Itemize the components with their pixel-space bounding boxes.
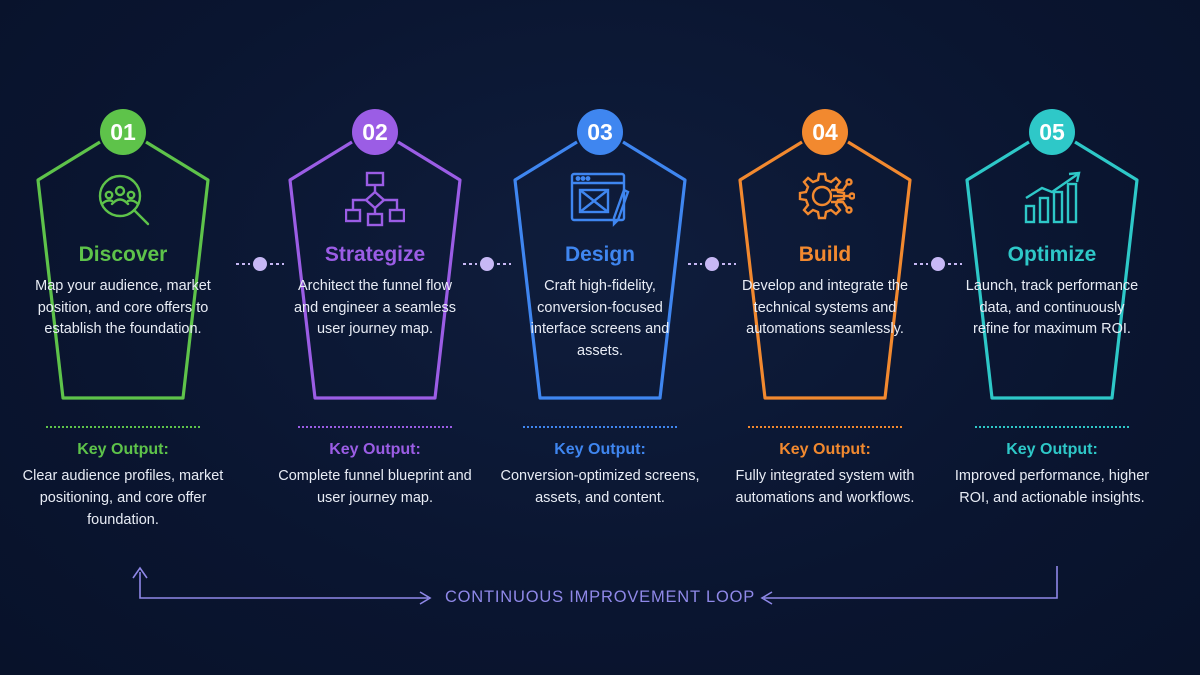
step-number: 01 (110, 118, 136, 145)
loop-label: CONTINUOUS IMPROVEMENT LOOP (444, 588, 756, 606)
step-number: 03 (587, 118, 613, 145)
step-number: 04 (812, 118, 838, 145)
key-output-label: Key Output: (329, 441, 421, 458)
audience-search-icon (98, 174, 150, 226)
design-window-icon (570, 172, 630, 227)
step-divider (46, 426, 200, 428)
flowchart-icon (345, 171, 405, 227)
growth-chart-icon (1024, 171, 1081, 224)
key-output-text: Fully integrated system with automations… (735, 468, 915, 506)
connector-dot-icon (463, 257, 511, 271)
step-connector (234, 256, 286, 272)
step-connector (461, 256, 513, 272)
step-divider (748, 426, 902, 428)
step-description: Develop and integrate the technical syst… (741, 278, 909, 337)
step-divider (975, 426, 1129, 428)
gear-circuit-icon (798, 172, 855, 220)
key-output-label: Key Output: (1006, 441, 1098, 458)
step-title: Optimize (1007, 243, 1097, 266)
step-divider (523, 426, 677, 428)
step-number-badge: 04 (802, 109, 848, 155)
loop-arrowhead-right (419, 591, 432, 605)
step-number-badge: 05 (1029, 109, 1075, 155)
step-description: Craft high-fidelity, conversion-focused … (530, 278, 670, 359)
step-number: 05 (1039, 118, 1065, 145)
step-title: Design (564, 243, 635, 266)
step-strategize: 02 Strategize Architect the funnel flow … (260, 0, 490, 675)
key-output-label: Key Output: (554, 441, 646, 458)
step-number-badge: 01 (100, 109, 146, 155)
key-output-text: Clear audience profiles, market position… (22, 468, 224, 528)
step-connector (686, 256, 738, 272)
step-number-badge: 02 (352, 109, 398, 155)
step-connector (912, 256, 964, 272)
step-description: Launch, track performance data, and cont… (965, 278, 1139, 337)
connector-dot-icon (914, 257, 962, 271)
key-output-text: Conversion-optimized screens, assets, an… (500, 468, 700, 506)
step-pentagon (738, 140, 912, 400)
key-output-label: Key Output: (77, 441, 169, 458)
step-pentagon (36, 140, 210, 400)
loop-arrow-right (764, 566, 1058, 599)
step-description: Architect the funnel flow and engineer a… (293, 278, 457, 337)
loop-arrowhead-left (760, 591, 773, 605)
key-output-text: Improved performance, higher ROI, and ac… (954, 468, 1150, 506)
connector-dot-icon (236, 257, 284, 271)
key-output-label: Key Output: (779, 441, 871, 458)
step-discover: 01 Discover Map your audience, market po… (8, 0, 238, 675)
key-output-text: Complete funnel blueprint and user journ… (278, 468, 472, 506)
step-pentagon (288, 140, 462, 400)
step-build: 04 Build Develop and integrate the techn… (710, 0, 940, 675)
step-design: 03 Design Craft high-fidelity, conversio… (485, 0, 715, 675)
step-pentagon (965, 140, 1139, 400)
step-number-badge: 03 (577, 109, 623, 155)
loop-arrowhead-up (132, 566, 148, 579)
step-title: Discover (78, 243, 168, 266)
step-optimize: 05 Optimize Launch, track performance da… (937, 0, 1167, 675)
step-title: Build (798, 243, 852, 266)
connector-dot-icon (688, 257, 736, 271)
loop-arrow-left (139, 572, 428, 599)
step-description: Map your audience, market position, and … (35, 278, 211, 337)
step-divider (298, 426, 452, 428)
step-title: Strategize (324, 243, 426, 266)
step-number: 02 (362, 118, 388, 145)
step-pentagon (513, 140, 687, 400)
